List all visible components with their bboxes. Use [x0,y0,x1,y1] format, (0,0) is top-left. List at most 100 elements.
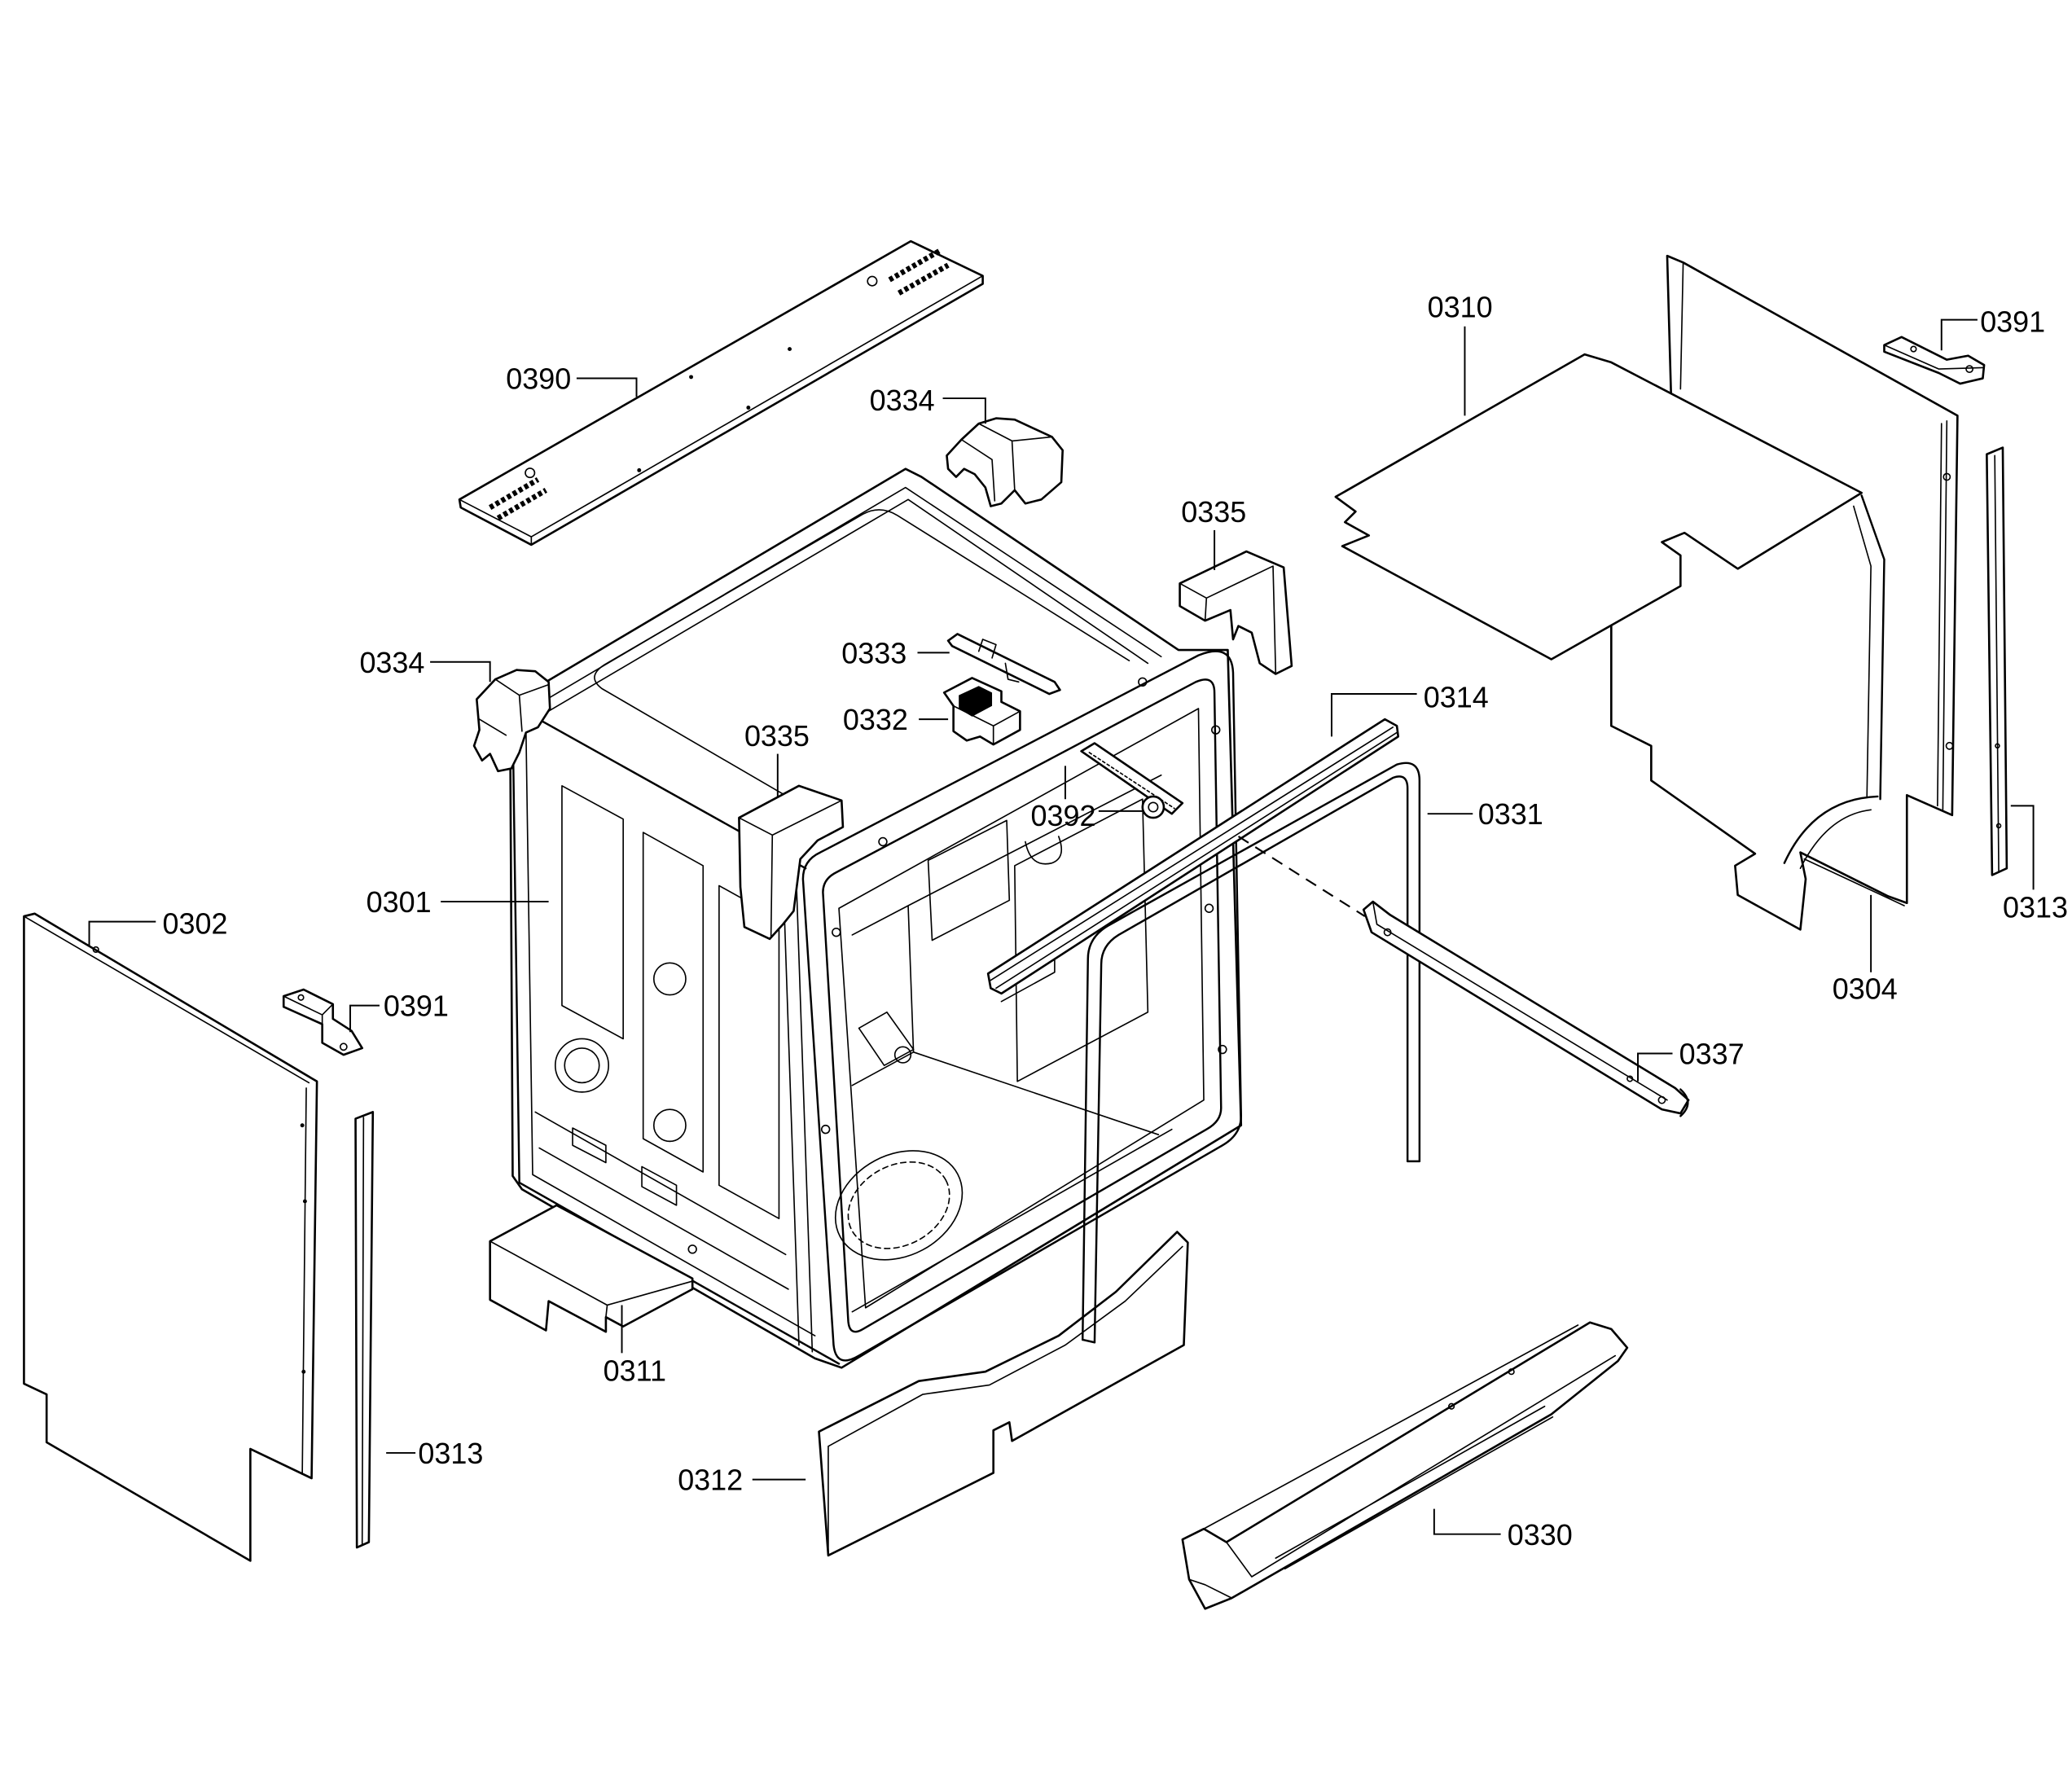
callout-labels: 0390 0334 0335 0334 0333 0332 0335 0314 … [162,290,2068,1551]
top-plate-dot [788,347,792,352]
rail-part [986,718,1400,995]
left-bracket-part [282,988,364,1056]
leader-line [576,377,638,397]
cross-bar-hole [1383,928,1392,937]
right-panel-edges [1679,261,1948,906]
tub-left-recess [642,832,705,1173]
left-panel-dot [302,1199,307,1204]
cross-bar-alignment-line [1237,836,1366,917]
left-hinge-outline [472,669,551,773]
callout-label: 0334 [359,646,424,679]
bottom-trough-part [1181,1321,1629,1610]
tub-part [508,467,1243,1369]
leader-line [1330,693,1417,737]
leader-line [349,1004,380,1033]
right-bracket-part [1883,336,1986,385]
right-panel-hole [1942,472,1951,481]
right-bracket-outline [1883,336,1986,385]
latch-body [959,686,993,717]
left-panel-dot [300,1123,305,1128]
callout-label: 0301 [367,885,432,919]
small-bar-tabs [977,639,1020,683]
top-plate-dot [689,375,693,380]
front-foam-edge [827,1245,1183,1556]
right-trim-strip-part [1986,446,2008,876]
top-plate-outline [458,239,984,546]
leader-line [1433,1508,1501,1535]
left-bracket-hole [339,1042,348,1051]
left-strip-center [361,1117,365,1546]
callout-label: 0313 [418,1437,483,1470]
tub-port-large [554,1038,609,1093]
tub-ceiling [594,509,1130,803]
right-strip-hole [1995,743,2000,749]
frame-screw [1218,1044,1227,1055]
callout-label: 0390 [506,362,571,396]
trough-hole [1508,1368,1515,1376]
callout-label: 0335 [744,719,810,753]
callout-label: 0302 [162,906,227,940]
right-bracket-hole [1965,365,1974,373]
left-foam-block-part [489,1204,694,1333]
tub-port-lower [652,1108,687,1143]
tub-interior-walls [851,774,1162,1136]
support-nut-part [1080,742,1184,819]
left-panel-dot [301,1369,306,1374]
frame-screw [878,836,888,847]
leader-line [1637,1052,1673,1082]
callout-label: 0333 [841,636,906,669]
leader-line [1064,766,1143,812]
middle-block-outline [738,784,845,941]
small-bar-bracket-part [946,633,1061,696]
leader-line [1940,318,1978,351]
left-panel-outline [23,912,318,1562]
right-panel-arch-inner [1799,809,1872,870]
callout-label: 0337 [1679,1038,1745,1071]
callout-label: 0335 [1181,495,1246,529]
tub-left-recess [561,785,624,1040]
top-hinge-bracket-part [946,417,1065,507]
callout-label: 0331 [1478,797,1543,831]
leader-line [2010,805,2035,890]
middle-block-edges [738,800,843,937]
callout-label: 0304 [1833,972,1898,1005]
left-strip-outline [354,1111,375,1549]
callout-label: 0392 [1030,799,1095,832]
left-foam-edge [489,1240,693,1319]
cross-bar-hole [1626,1075,1634,1082]
frame-screw [832,927,841,937]
right-block-edges [1179,565,1277,675]
left-trim-strip-part [354,1111,375,1549]
top-plate-hole [867,275,878,287]
right-panel-hole [1945,741,1954,750]
left-foam-outline [489,1204,694,1333]
top-hinge-outline [946,417,1065,507]
top-plate-dot [746,406,751,410]
callout-label: 0314 [1424,680,1489,713]
top-plate-edge [459,274,984,546]
right-corner-block-part [1179,550,1293,675]
right-bracket-hole [1910,345,1917,353]
insulation-sheet-outline [1334,353,1863,661]
middle-corner-block-part [738,784,845,941]
left-panel-edges [23,915,310,1475]
tub-port-upper [652,962,687,996]
leader-line [430,661,491,683]
tub-floor [851,1128,1173,1313]
leader-lines [88,318,2035,1535]
frame-screw [820,1124,831,1135]
top-plate-part [458,239,984,546]
right-strip-hole [1995,823,2002,829]
gasket-outer-line [1081,762,1421,1341]
cross-bar-hole [1657,1095,1666,1104]
callout-label: 0334 [870,384,935,417]
cross-bar-end-cap [1679,1088,1689,1117]
frame-screw [1210,725,1221,735]
tub-spray-arm [858,1011,915,1066]
tub-body [508,467,1243,1369]
callout-label: 0332 [843,703,908,736]
left-bracket-hole [297,994,305,1001]
trough-outline [1181,1321,1629,1610]
left-bracket-edges [283,995,334,1025]
